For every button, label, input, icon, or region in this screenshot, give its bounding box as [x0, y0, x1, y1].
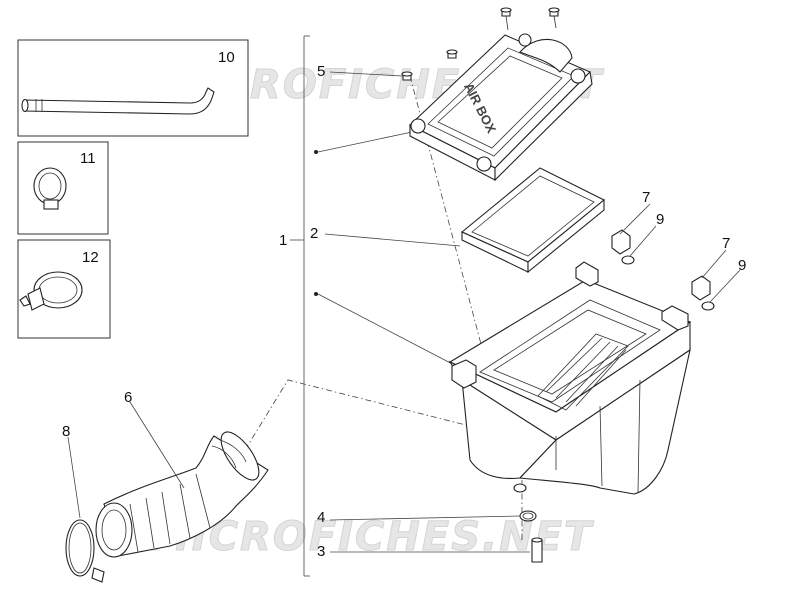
clamp-12	[33, 271, 83, 309]
callout-10: 10	[218, 49, 235, 66]
part-box-12	[17, 239, 111, 339]
callout-6: 6	[124, 389, 132, 406]
hose-end	[21, 98, 29, 113]
clip-and-screw-upper	[611, 229, 635, 265]
cover-screws	[401, 7, 560, 81]
callout-9-upper: 9	[656, 211, 664, 228]
drain-plug-3	[531, 537, 543, 563]
bullet-cover	[314, 150, 318, 154]
callout-7-lower: 7	[722, 235, 730, 252]
intake-hose	[95, 431, 269, 558]
air-filter-element	[460, 167, 606, 274]
air-box-housing	[448, 261, 692, 495]
callout-7-upper: 7	[642, 189, 650, 206]
callout-11: 11	[80, 150, 96, 167]
leader-lines	[67, 71, 741, 553]
callout-1: 1	[279, 232, 287, 249]
drain-clip-4	[519, 510, 537, 522]
callout-4: 4	[317, 509, 325, 526]
callout-8: 8	[62, 423, 70, 440]
callout-9-lower: 9	[738, 257, 746, 274]
breather-hose	[23, 87, 215, 115]
bullet-housing	[314, 292, 318, 296]
callout-2: 2	[310, 225, 318, 242]
callout-3: 3	[317, 543, 325, 560]
part-box-11	[17, 141, 109, 235]
hose-clamp-8	[65, 519, 105, 583]
part-box-10	[17, 39, 249, 137]
air-box-cover: AIR BOX	[409, 33, 593, 182]
assembly-bracket	[290, 35, 461, 577]
align-line-screw	[409, 75, 491, 379]
clip-and-screw-lower	[691, 275, 715, 311]
callout-5: 5	[317, 63, 325, 80]
align-line-hose	[244, 379, 526, 451]
callout-12: 12	[82, 249, 99, 266]
